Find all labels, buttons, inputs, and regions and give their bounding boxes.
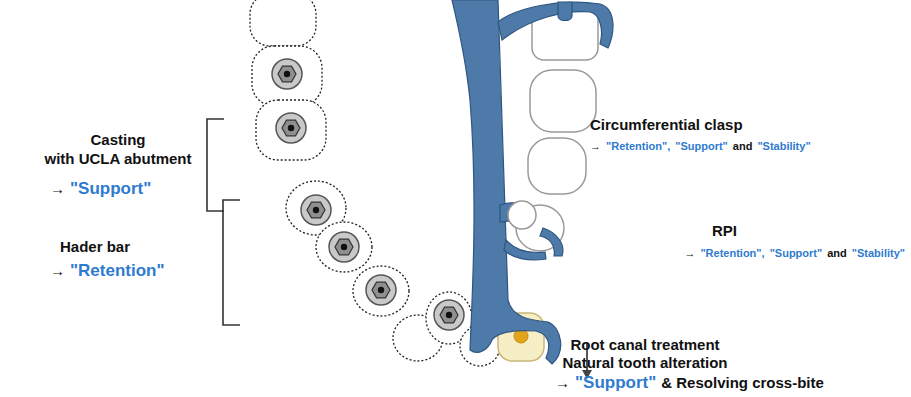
function-label: "Retention" [70,261,165,281]
text-label: Hader bar [60,238,130,255]
label-line: → "Retention", "Support" and "Stability" [590,140,811,152]
label-line: with UCLA abutment [45,150,192,167]
function-label: "Retention", [606,140,670,152]
function-label: "Support" [770,247,823,259]
function-label: "Retention", [700,247,764,259]
brackets [207,119,240,325]
text-label: Casting [90,131,145,148]
text-label: with UCLA abutment [45,150,192,167]
text-label: → [684,247,695,259]
text-label: → [555,374,570,391]
label-line: Casting [90,131,145,148]
text-label: RPI [712,222,737,239]
label-line: → "Retention", "Support" and "Stability" [684,247,905,259]
text-label: Circumferential clasp [590,116,743,133]
rpi-tooth-rest [508,201,536,229]
function-label: "Support" [675,140,728,152]
text-label: and [733,140,753,152]
rpd-framework [452,0,613,364]
text-label: Natural tooth alteration [562,354,727,371]
label-line: → "Support" [50,179,151,199]
text-label: → [590,140,601,152]
implants [272,59,464,330]
label-line: Circumferential clasp [590,116,743,133]
label-line: → "Support" & Resolving cross-bite [555,373,824,393]
label-line: RPI [712,222,737,239]
text-label: Root canal treatment [570,336,719,353]
function-label: "Support" [575,373,656,393]
function-label: "Stability" [757,140,810,152]
label-line: → "Retention" [50,261,165,281]
text-label: & Resolving cross-bite [661,374,824,391]
function-label: "Support" [70,179,151,199]
function-label: "Stability" [852,247,905,259]
text-label: and [827,247,847,259]
text-label: → [50,180,65,197]
label-line: Root canal treatment [570,336,719,353]
dotted-teeth [250,0,500,366]
text-label: → [50,262,65,279]
label-line: Natural tooth alteration [562,354,727,371]
label-line: Hader bar [60,238,130,255]
